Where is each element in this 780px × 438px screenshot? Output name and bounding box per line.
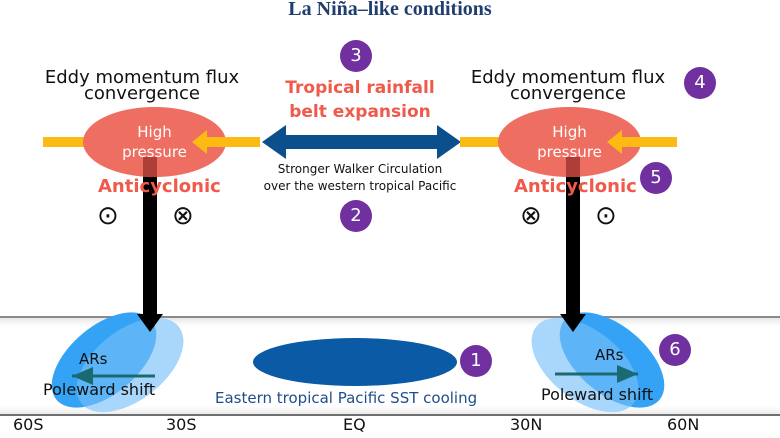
left-ars-label: ARs <box>79 350 108 368</box>
left-vertical-arrow-head <box>137 314 163 332</box>
step-badge-5: 5 <box>640 162 672 194</box>
left-poleward-shift-label: Poleward shift <box>43 380 156 399</box>
sst-cooling-ellipse <box>253 338 457 386</box>
left-eddy-arrow-in-left <box>43 130 115 154</box>
step-badge-1: 1 <box>460 345 492 377</box>
rainfall-belt-label: Tropical rainfall belt expansion <box>260 76 460 124</box>
tick-30n: 30N <box>510 415 543 434</box>
rainfall-line1: Tropical rainfall <box>285 78 435 98</box>
right-ar-light-overlap <box>531 317 639 413</box>
rainfall-line2: belt expansion <box>289 102 431 122</box>
right-out-of-page-symbol: ⊙ <box>595 201 617 231</box>
walker-circulation-label: Stronger Walker Circulation over the wes… <box>240 161 480 195</box>
left-anticyclonic-label: Anticyclonic <box>98 176 221 197</box>
right-poleward-shift-label: Poleward shift <box>541 385 654 404</box>
left-eddy-line2: convergence <box>83 83 200 104</box>
right-high-label: High <box>552 123 587 141</box>
right-eddy-arrow-in-right <box>607 130 677 154</box>
right-into-page-symbol: ⊗ <box>520 201 542 231</box>
step-badge-3: 3 <box>340 40 372 72</box>
tick-eq: EQ <box>343 415 366 434</box>
left-out-of-page-symbol: ⊙ <box>97 201 119 231</box>
right-eddy-arrow-in-left <box>460 130 530 154</box>
tick-60n: 60N <box>667 415 700 434</box>
left-eddy-flux-label: Eddy momentum flux convergence <box>42 67 242 104</box>
left-eddy-arrow-in-right <box>192 130 260 154</box>
sst-cooling-label: Eastern tropical Pacific SST cooling <box>215 389 478 407</box>
left-high-label: High <box>137 123 172 141</box>
step-badge-4: 4 <box>684 67 716 99</box>
right-eddy-flux-label: Eddy momentum flux convergence <box>468 67 668 104</box>
left-vertical-arrow-overlap <box>143 157 157 177</box>
step-badge-2: 2 <box>340 200 372 232</box>
right-vertical-arrow-overlap <box>566 157 580 177</box>
right-anticyclonic-label: Anticyclonic <box>514 176 637 197</box>
left-ar-light-overlap <box>76 317 184 413</box>
diagram-title: La Niña–like conditions <box>288 0 492 20</box>
left-pressure-label: pressure <box>122 143 187 161</box>
right-pressure-label: pressure <box>537 143 602 161</box>
right-ars-label: ARs <box>595 346 624 364</box>
step-badge-6: 6 <box>659 334 691 366</box>
right-eddy-line1: Eddy momentum flux <box>470 67 666 88</box>
walker-double-arrow <box>262 125 461 159</box>
walker-line1: Stronger Walker Circulation <box>277 162 443 176</box>
tick-30s: 30S <box>166 415 197 434</box>
right-eddy-line2: convergence <box>509 83 626 104</box>
left-eddy-line1: Eddy momentum flux <box>44 67 240 88</box>
right-vertical-arrow-head <box>560 314 586 332</box>
right-ar-dark-ellipse <box>559 312 665 408</box>
left-vertical-arrow-shaft <box>143 157 157 315</box>
tick-60s: 60S <box>13 415 44 434</box>
left-into-page-symbol: ⊗ <box>172 201 194 231</box>
walker-line2: over the western tropical Pacific <box>263 179 457 193</box>
right-vertical-arrow-shaft <box>566 157 580 315</box>
